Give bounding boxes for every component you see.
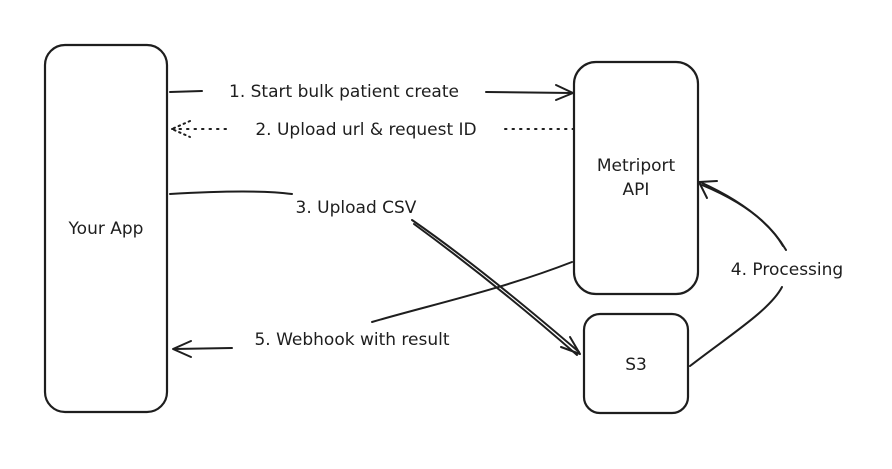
edge-step4-line-top	[699, 181, 787, 251]
metriport-api-label-line1: Metriport	[597, 156, 676, 176]
edge-step5-line-left	[173, 347, 233, 350]
edge-step4-label: 4. Processing	[731, 260, 843, 280]
edge-step1-line-right	[485, 91, 573, 94]
s3-node: S3	[582, 312, 690, 415]
edge-step5-label: 5. Webhook with result	[254, 330, 449, 350]
edge-step3: 3. Upload CSV	[169, 190, 581, 356]
edge-step1-line-left	[169, 90, 203, 93]
edge-step1-label: 1. Start bulk patient create	[229, 82, 459, 102]
edge-step4: 4. Processing	[689, 180, 843, 367]
edge-step3-arrowhead	[560, 336, 581, 355]
edge-step5: 5. Webhook with result	[172, 261, 573, 358]
edge-step3-line-right	[411, 219, 580, 353]
edge-step3-line-right-sketch	[413, 223, 578, 356]
edge-step5-curve	[371, 261, 573, 323]
edge-step3-line-left	[169, 190, 293, 195]
s3-label: S3	[625, 355, 647, 375]
edge-step2: 2. Upload url & request ID	[171, 120, 574, 140]
your-app-node: Your App	[43, 43, 169, 414]
s3-box	[582, 312, 690, 415]
edge-step2-arrowhead	[171, 120, 191, 138]
edge-step4-arrowhead	[698, 180, 718, 199]
edge-step4-line-bottom	[689, 286, 783, 367]
edge-step1-arrowhead	[555, 84, 574, 101]
edge-step1: 1. Start bulk patient create	[169, 82, 574, 102]
edge-step3-label: 3. Upload CSV	[296, 198, 417, 218]
edge-step4-line-top-sketch	[701, 184, 784, 247]
edge-step5-arrowhead	[172, 340, 192, 358]
metriport-api-label-line2: API	[623, 180, 650, 200]
metriport-api-box	[572, 60, 700, 296]
edge-step2-label: 2. Upload url & request ID	[255, 120, 476, 140]
your-app-box	[43, 43, 169, 414]
metriport-api-node: Metriport API	[572, 60, 700, 296]
your-app-label: Your App	[68, 219, 144, 239]
